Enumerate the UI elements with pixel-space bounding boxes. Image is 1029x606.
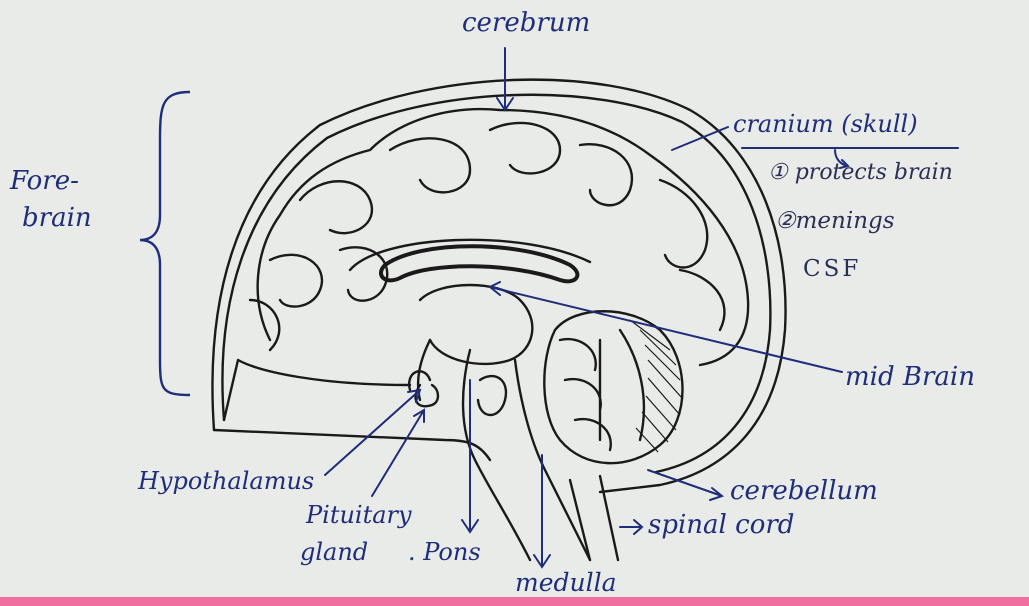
spinal-cord-label: spinal cord — [648, 512, 794, 538]
cranium-label: cranium (skull) — [733, 112, 918, 136]
forebrain-label-line1: Fore- — [10, 168, 79, 194]
spinal-cord — [570, 476, 618, 560]
pituitary-arrow — [372, 410, 424, 496]
hypothalamus-label: Hypothalamus — [138, 469, 314, 493]
margin-strip — [0, 597, 1029, 606]
medulla-arrow — [534, 455, 550, 567]
skull-outline — [212, 80, 785, 492]
forebrain-label-line2: brain — [22, 205, 92, 231]
spinal-arrow — [620, 520, 642, 534]
pons-label: . Pons — [408, 540, 481, 564]
midbrain-arrow — [490, 282, 842, 372]
cerebrum-folds — [258, 109, 748, 365]
hypothalamus-arrow — [325, 390, 420, 475]
pituitary-label-line2: gland — [300, 540, 368, 564]
cerebellum — [544, 311, 682, 463]
meninges-label: ②menings — [775, 210, 895, 233]
cranium-leader — [672, 127, 728, 150]
cerebellum-label: cerebellum — [730, 478, 878, 504]
cerebrum-label: cerebrum — [462, 10, 590, 36]
protects-brain-label: ① protects brain — [768, 162, 953, 184]
pons-arrow — [462, 380, 478, 532]
forebrain-bracket — [140, 92, 190, 395]
pituitary-label-line1: Pituitary — [306, 503, 412, 527]
medulla-label: medulla — [515, 570, 617, 595]
csf-label: CSF — [803, 258, 861, 281]
corpus-callosum — [381, 246, 577, 281]
midbrain-label: mid Brain — [845, 364, 975, 390]
